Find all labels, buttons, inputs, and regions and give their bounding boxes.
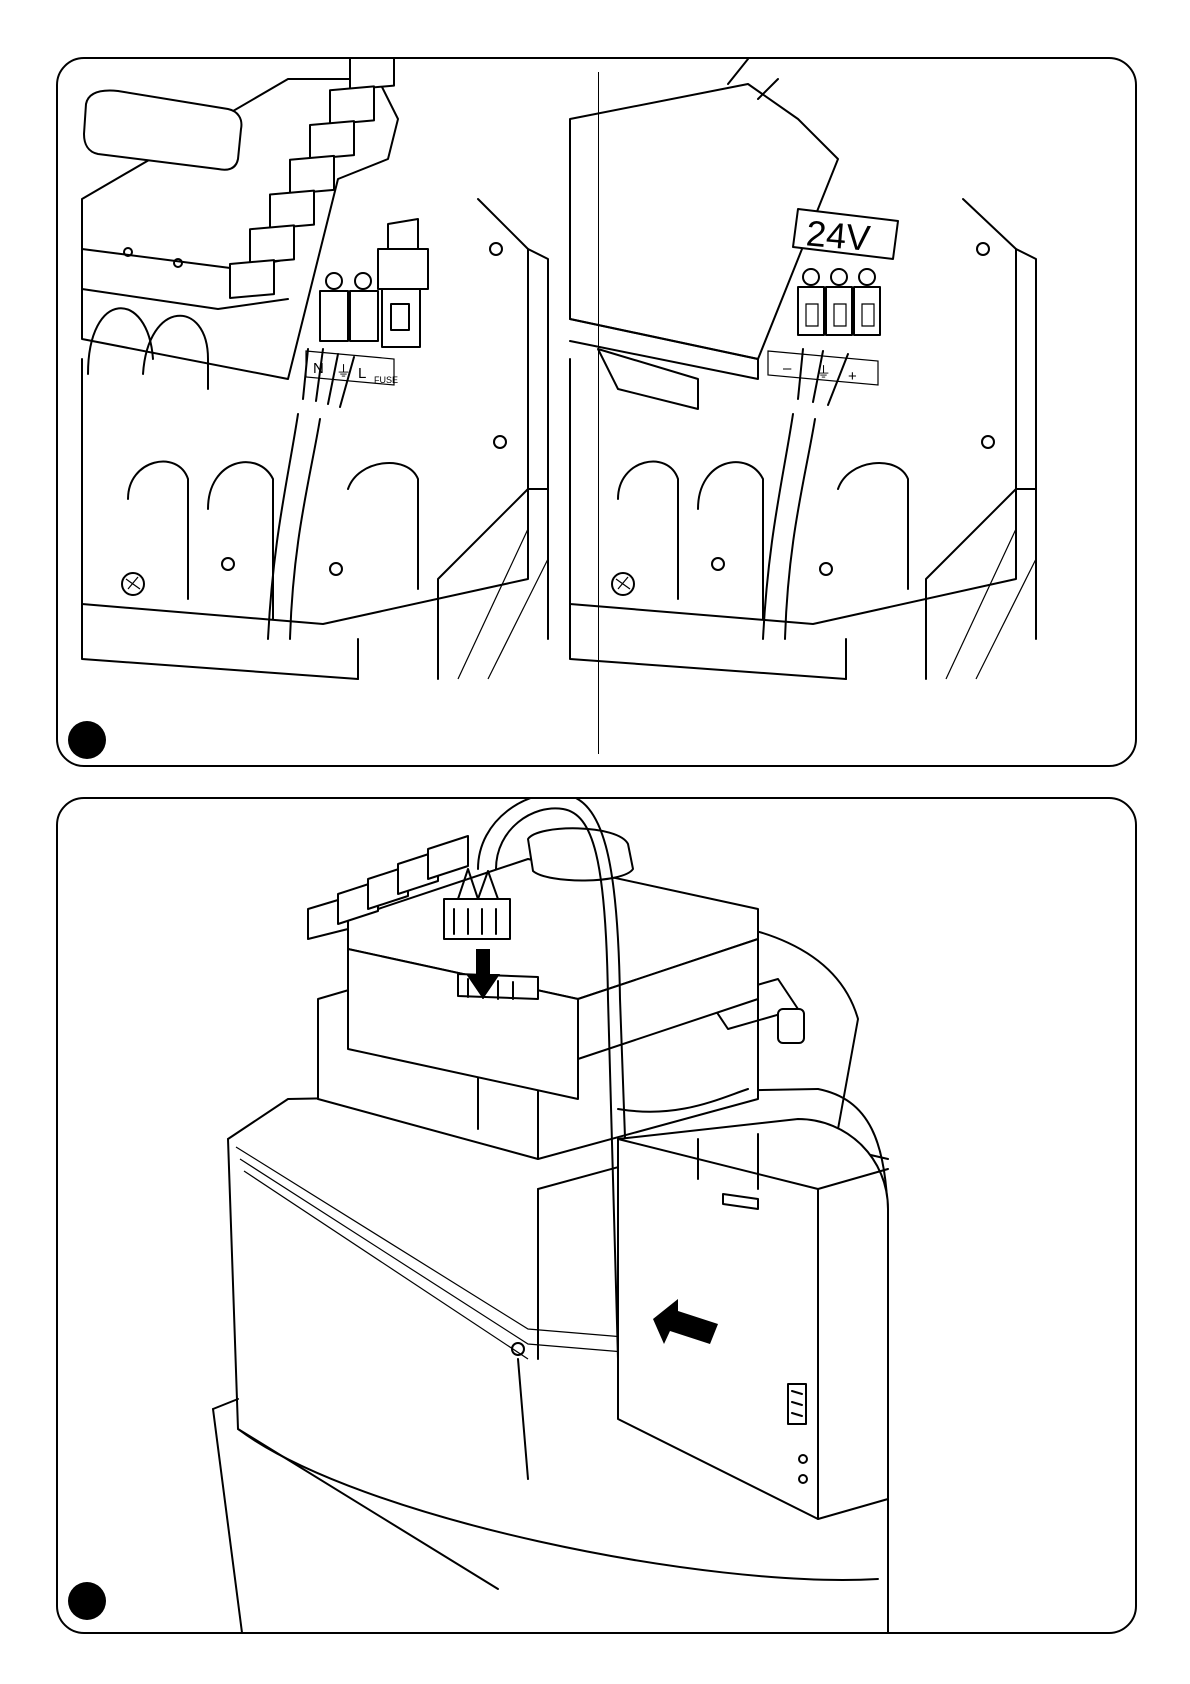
label-minus: – (783, 360, 792, 377)
mains-cable (268, 349, 354, 639)
label-24v: 24V (805, 212, 872, 258)
left-drawing: N ⏚ L FUSE (82, 59, 548, 679)
figure-marker-dot-bottom (68, 1582, 106, 1620)
figure-panel-bottom (56, 797, 1137, 1634)
label-fuse: FUSE (374, 375, 398, 385)
label-n: N (313, 360, 324, 377)
label-l: L (358, 365, 366, 382)
right-drawing: 24V – ⏚ + (570, 59, 1036, 679)
figure-marker-dot (68, 721, 106, 759)
low-voltage-terminal-block (798, 269, 880, 335)
mains-terminal-block (320, 219, 428, 347)
panel-divider (598, 72, 599, 754)
illustration-battery-connection (58, 799, 1137, 1634)
low-voltage-cable (763, 349, 848, 639)
label-plus: + (848, 368, 857, 385)
voltage-label-24v: 24V (793, 209, 898, 259)
figure-panel-top: N ⏚ L FUSE (56, 57, 1137, 767)
